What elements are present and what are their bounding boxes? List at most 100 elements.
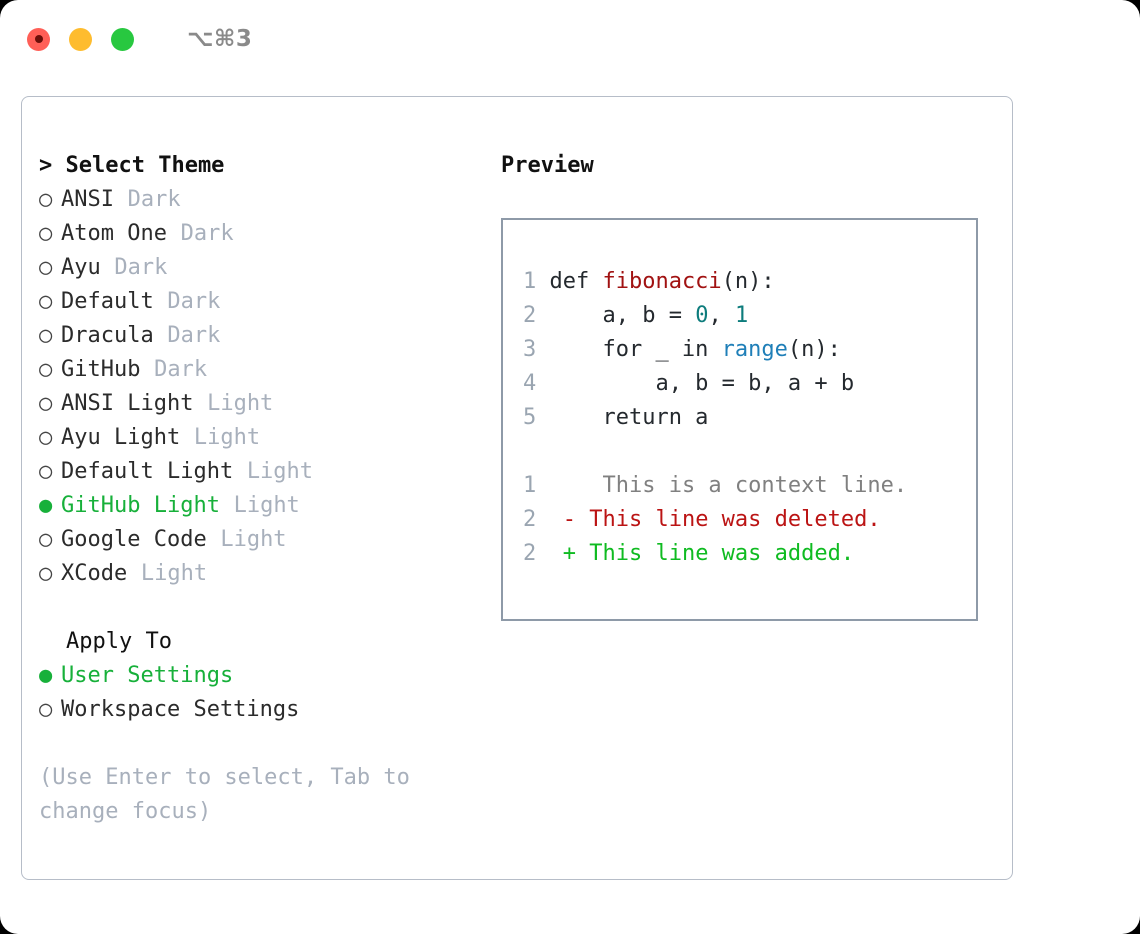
theme-list-item[interactable]: ○ GitHub Dark [39,353,479,387]
theme-variant-label: Dark [114,255,168,280]
theme-list-item[interactable]: ● GitHub Light Light [39,489,479,523]
apply-to-label: User Settings [61,663,234,688]
radio-selected-icon: ● [39,493,53,518]
line-number: 2 [523,541,537,566]
radio-unselected-icon: ○ [39,289,53,314]
theme-name-label: GitHub [61,357,141,382]
theme-list-item[interactable]: ○ Default Dark [39,285,479,319]
minimize-button-icon[interactable] [69,27,92,51]
title-bar: ⌥⌘3 [0,0,1140,78]
select-theme-header: > Select Theme [39,153,225,178]
theme-list-item[interactable]: ○ Ayu Dark [39,251,479,285]
theme-variant-label: Dark [167,323,221,348]
code-token-plain: for _ in [549,337,722,362]
apply-to-option[interactable]: ○ Workspace Settings [39,693,479,727]
close-button-icon[interactable] [27,27,50,51]
theme-variant-label: Dark [127,187,181,212]
code-token-plain: , [708,303,735,328]
diff-marker: - [562,507,576,532]
diff-line: 1 This is a context line. [523,469,907,503]
apply-to-option[interactable]: ● User Settings [39,659,479,693]
theme-name-label: XCode [61,561,128,586]
code-token-plain: (n): [721,269,775,294]
code-blank-line [523,435,907,469]
keyboard-shortcut-label: ⌥⌘3 [187,26,253,52]
line-number: 2 [523,507,537,532]
line-number: 1 [523,473,537,498]
theme-name-label: GitHub Light [61,493,220,518]
radio-unselected-icon: ○ [39,391,53,416]
code-line: 1 def fibonacci(n): [523,265,907,299]
line-number: 3 [523,337,537,362]
theme-list-item[interactable]: ○ ANSI Dark [39,183,479,217]
code-token-plain: (n): [787,337,841,362]
code-token-built: range [721,337,788,362]
radio-unselected-icon: ○ [39,221,53,246]
radio-unselected-icon: ○ [39,187,53,212]
theme-variant-label: Light [233,493,300,518]
radio-unselected-icon: ○ [39,459,53,484]
keyboard-hint-text: (Use Enter to select, Tab to change focu… [39,765,424,824]
line-number: 5 [523,405,537,430]
radio-unselected-icon: ○ [39,255,53,280]
preview-column: Preview 1 def fibonacci(n):2 a, b = 0, 1… [501,149,1001,621]
line-number: 2 [523,303,537,328]
theme-variant-label: Dark [167,289,221,314]
code-line: 5 return a [523,401,907,435]
radio-selected-icon: ● [39,663,53,688]
theme-name-label: Atom One [61,221,167,246]
theme-name-label: Dracula [61,323,154,348]
code-token-plain: a, b = [549,303,696,328]
diff-marker: + [562,541,576,566]
radio-unselected-icon: ○ [39,561,53,586]
radio-unselected-icon: ○ [39,527,53,552]
theme-variant-label: Dark [180,221,234,246]
diff-marker [563,473,576,498]
diff-text: This line was deleted. [575,507,881,532]
theme-variant-label: Light [207,391,274,416]
code-token-num: 1 [734,303,749,328]
code-token-func: fibonacci [602,269,722,294]
theme-name-label: ANSI [61,187,114,212]
theme-variant-label: Light [246,459,314,484]
code-line: 3 for _ in range(n): [523,333,907,367]
theme-variant-label: Dark [154,357,208,382]
code-token-num: 0 [695,303,709,328]
apply-to-label: Workspace Settings [61,697,300,722]
maximize-button-icon[interactable] [111,27,134,51]
radio-unselected-icon: ○ [39,697,53,722]
theme-name-label: ANSI Light [61,391,194,416]
diff-text: This is a context line. [575,473,908,498]
traffic-light-buttons [27,27,134,51]
radio-unselected-icon: ○ [39,323,53,348]
code-line: 2 a, b = 0, 1 [523,299,907,333]
theme-variant-label: Light [140,561,208,586]
apply-to-header: Apply To [66,629,172,654]
diff-text: This line was added. [575,541,855,566]
diff-line: 2 - This line was deleted. [523,503,907,537]
theme-name-label: Google Code [61,527,207,552]
code-token-plain: return a [549,405,709,430]
theme-list-item[interactable]: ○ Atom One Dark [39,217,479,251]
theme-variant-label: Light [193,425,261,450]
radio-unselected-icon: ○ [39,357,53,382]
apply-to-list[interactable]: ● User Settings ○ Workspace Settings [39,659,479,727]
code-line: 4 a, b = b, a + b [523,367,907,401]
theme-name-label: Default Light [61,459,234,484]
theme-list-item[interactable]: ○ XCode Light [39,557,479,591]
theme-name-label: Ayu [61,255,101,280]
theme-list-item[interactable]: ○ Dracula Dark [39,319,479,353]
theme-name-label: Default [61,289,154,314]
theme-list-item[interactable]: ○ Default Light Light [39,455,479,489]
preview-title: Preview [501,153,594,178]
line-number: 1 [523,269,537,294]
theme-list-item[interactable]: ○ ANSI Light Light [39,387,479,421]
